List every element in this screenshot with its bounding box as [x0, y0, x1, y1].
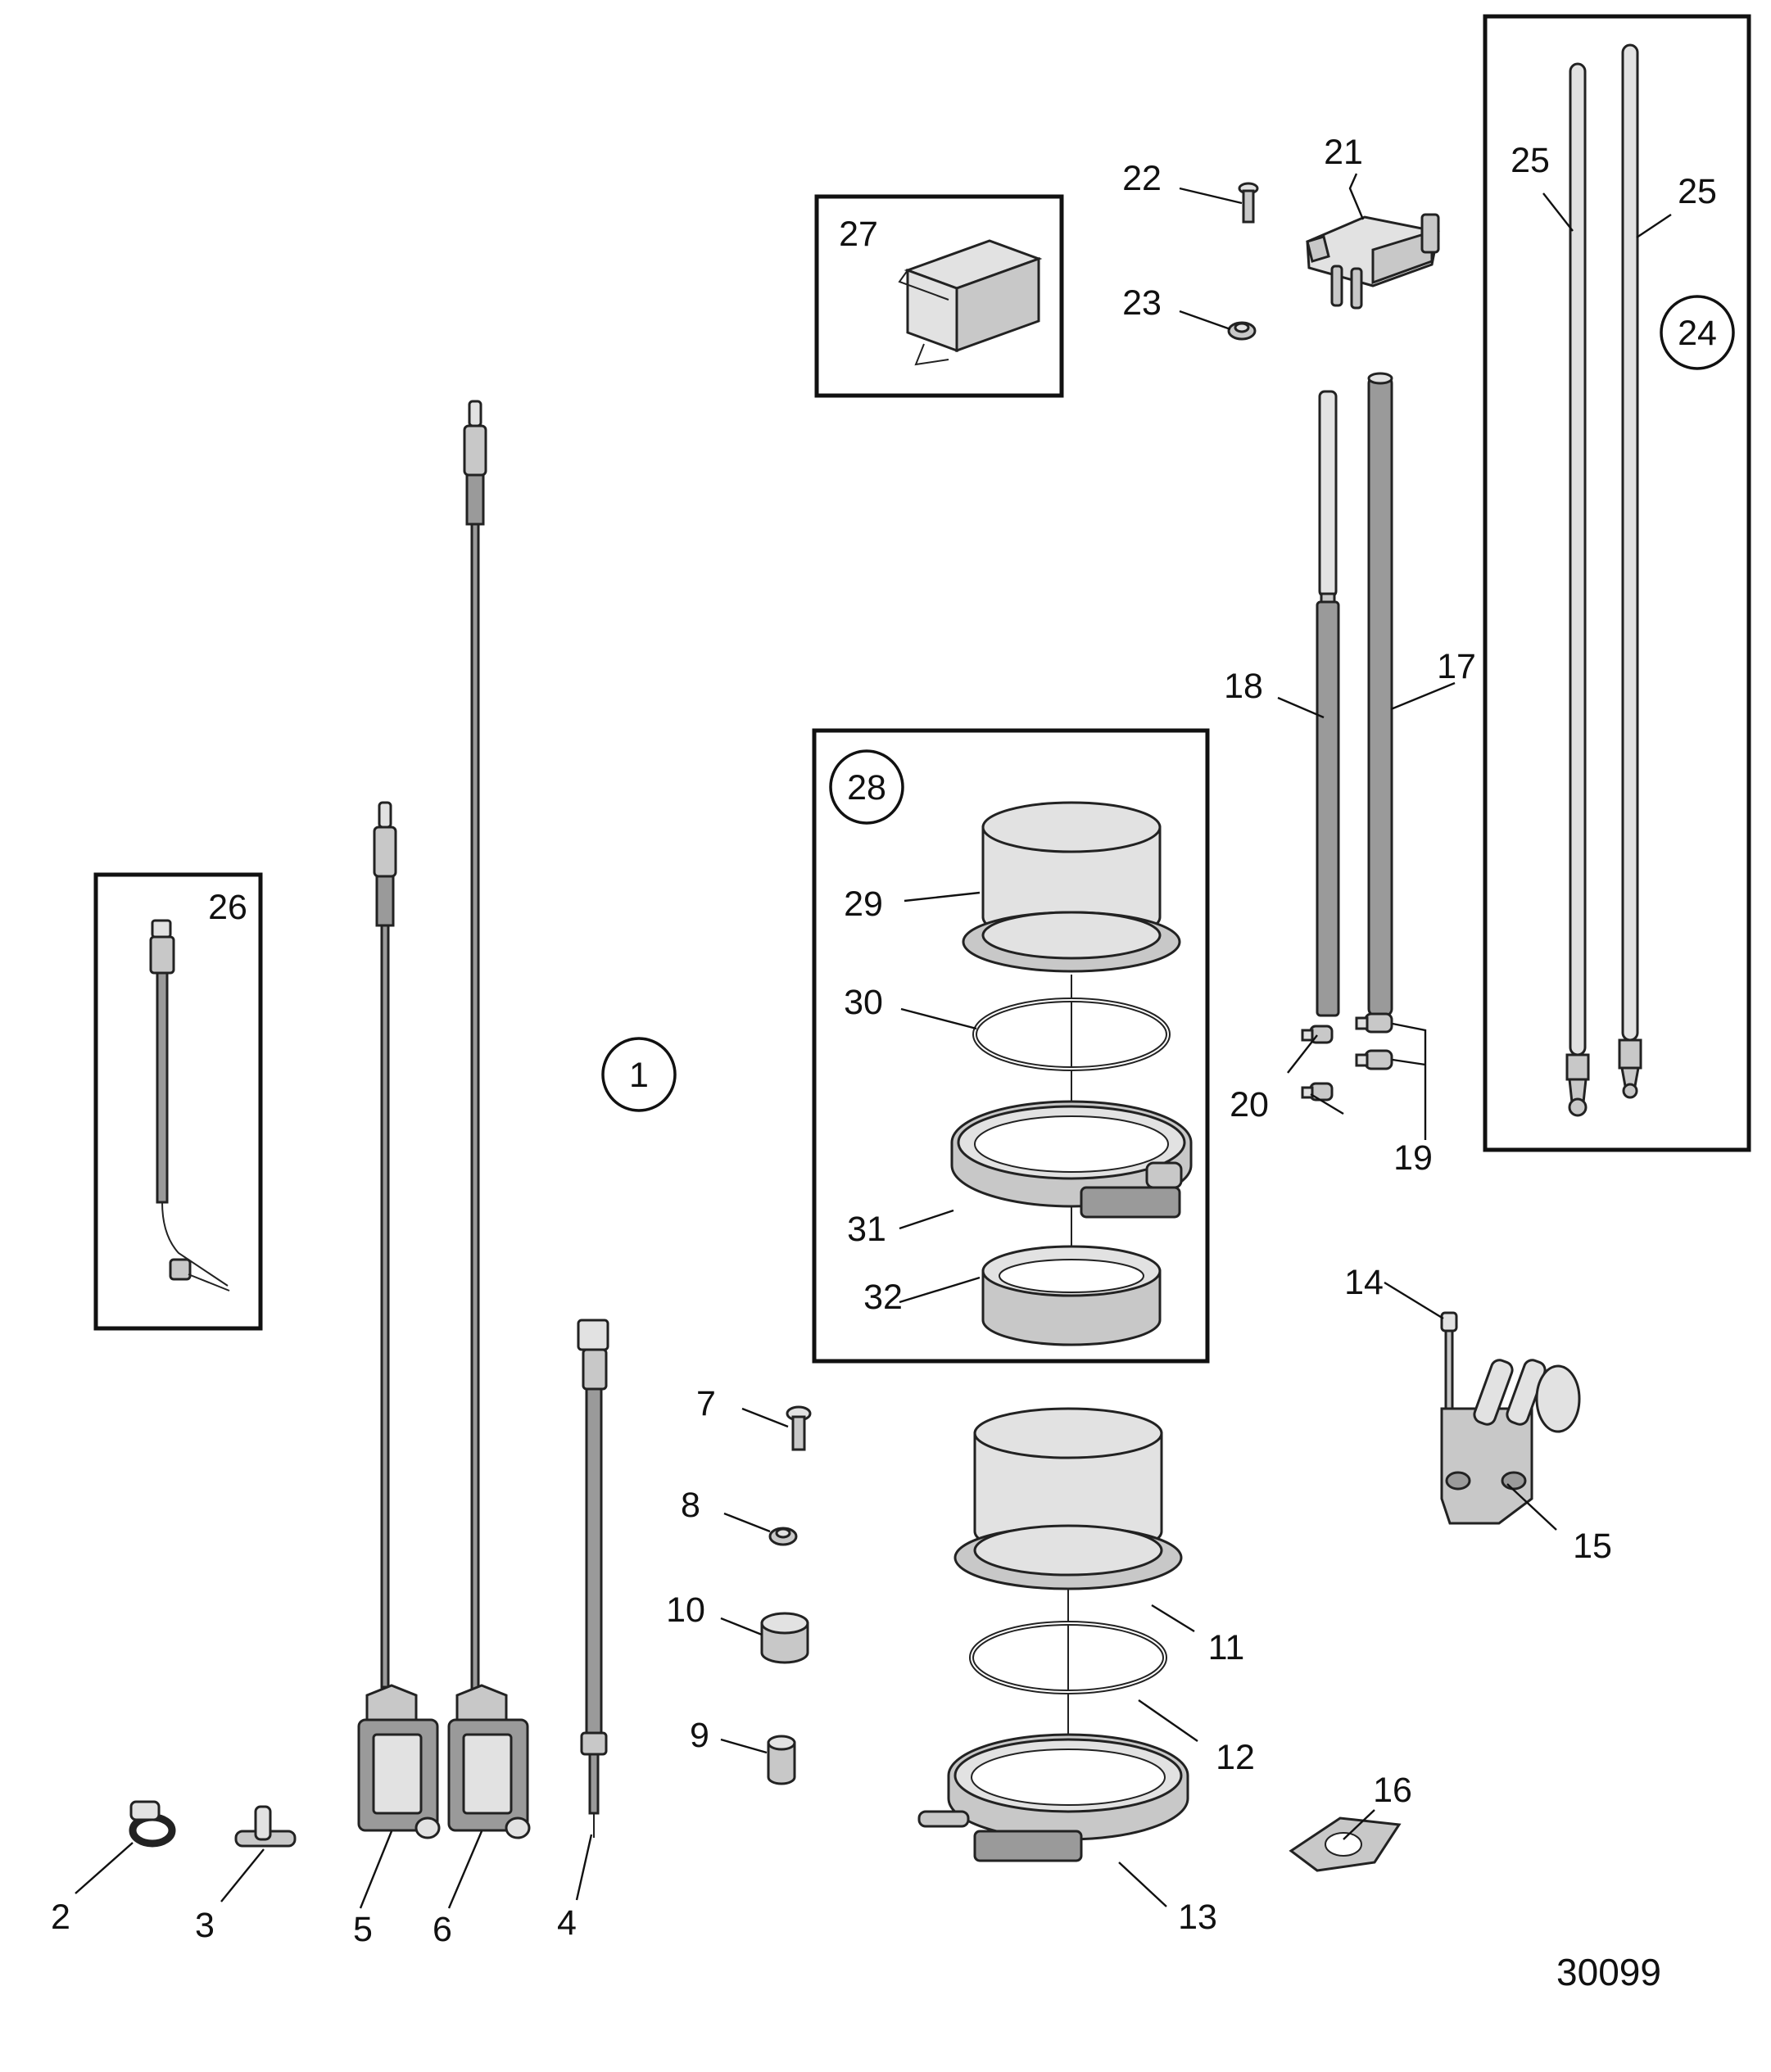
- callout-28: 28: [847, 768, 886, 808]
- gasket-12: [969, 1621, 1167, 1694]
- temperature-sensor-26: [149, 919, 230, 1292]
- callout-15: 15: [1573, 1527, 1612, 1566]
- spacer-9: [767, 1735, 796, 1785]
- clamp-19-lower: [1355, 1049, 1393, 1070]
- adapter-ring-32: [981, 1245, 1162, 1346]
- box-item-24-group: [1483, 14, 1751, 1152]
- clamp-20-upper: [1301, 1025, 1334, 1044]
- nut-23: [1227, 321, 1257, 341]
- callout-3: 3: [195, 1906, 215, 1945]
- callout-10: 10: [666, 1590, 705, 1630]
- callout-16: 16: [1373, 1771, 1412, 1810]
- figure-number: 30099: [1556, 1951, 1661, 1993]
- callout-9: 9: [690, 1716, 709, 1755]
- callout-19: 19: [1393, 1138, 1433, 1178]
- callout-1: 1: [629, 1056, 649, 1095]
- clamp-20-lower: [1301, 1082, 1334, 1102]
- callout-5: 5: [353, 1910, 373, 1949]
- callout-21: 21: [1324, 133, 1363, 172]
- callout-4: 4: [557, 1903, 577, 1943]
- callout-24: 24: [1678, 314, 1717, 353]
- gasket-30: [972, 998, 1171, 1071]
- callout-32: 32: [863, 1278, 903, 1317]
- callout-11: 11: [1208, 1628, 1245, 1667]
- callout-8: 8: [681, 1486, 700, 1525]
- bracket-27: [898, 239, 1043, 366]
- hose-clamp-2: [129, 1800, 176, 1848]
- callout-29: 29: [844, 884, 883, 924]
- pipe-adapter-29: [962, 801, 1181, 973]
- box-item-27-group: [814, 194, 1064, 398]
- v-clamp-13: [917, 1733, 1189, 1862]
- pipe-25-right: [1618, 43, 1642, 1099]
- callout-7: 7: [696, 1384, 716, 1423]
- nut-8: [768, 1527, 798, 1546]
- pipe-adapter-11: [953, 1407, 1183, 1590]
- pipe-25-left: [1565, 62, 1590, 1117]
- callout-17: 17: [1437, 647, 1476, 686]
- box-item-28-group: [812, 728, 1210, 1364]
- callout-30: 30: [844, 983, 883, 1022]
- callout-23: 23: [1122, 283, 1162, 323]
- pressure-sensor-21: [1306, 213, 1440, 310]
- callout-14: 14: [1344, 1263, 1384, 1302]
- callout-20: 20: [1230, 1085, 1269, 1124]
- callout-26: 26: [208, 888, 247, 927]
- callout-31: 31: [847, 1210, 886, 1249]
- gasket-16: [1289, 1816, 1402, 1872]
- clamp-19-upper: [1355, 1012, 1393, 1034]
- callout-12: 12: [1216, 1738, 1255, 1777]
- callout-25-left: 25: [1511, 141, 1550, 180]
- callout-6: 6: [433, 1910, 452, 1949]
- tee-fitting-3: [234, 1805, 297, 1848]
- callout-27: 27: [839, 215, 878, 254]
- callout-22: 22: [1122, 159, 1162, 198]
- callout-25-right: 25: [1678, 172, 1717, 211]
- callout-18: 18: [1224, 667, 1263, 706]
- nox-sensor-5: [357, 801, 441, 1839]
- pipe-18: [1316, 390, 1340, 1017]
- callout-2: 2: [51, 1898, 70, 1937]
- callout-13: 13: [1178, 1898, 1217, 1937]
- temperature-sensor-4: [577, 1319, 609, 1838]
- nox-sensor-6: [447, 400, 531, 1839]
- spacer-10: [760, 1612, 809, 1664]
- screw-7: [786, 1405, 812, 1451]
- pipe-17: [1367, 372, 1393, 1017]
- box-item-26-group: [93, 872, 263, 1331]
- screw-22: [1238, 182, 1259, 224]
- doser-valve-15: [1440, 1359, 1581, 1525]
- v-clamp-31: [950, 1100, 1193, 1219]
